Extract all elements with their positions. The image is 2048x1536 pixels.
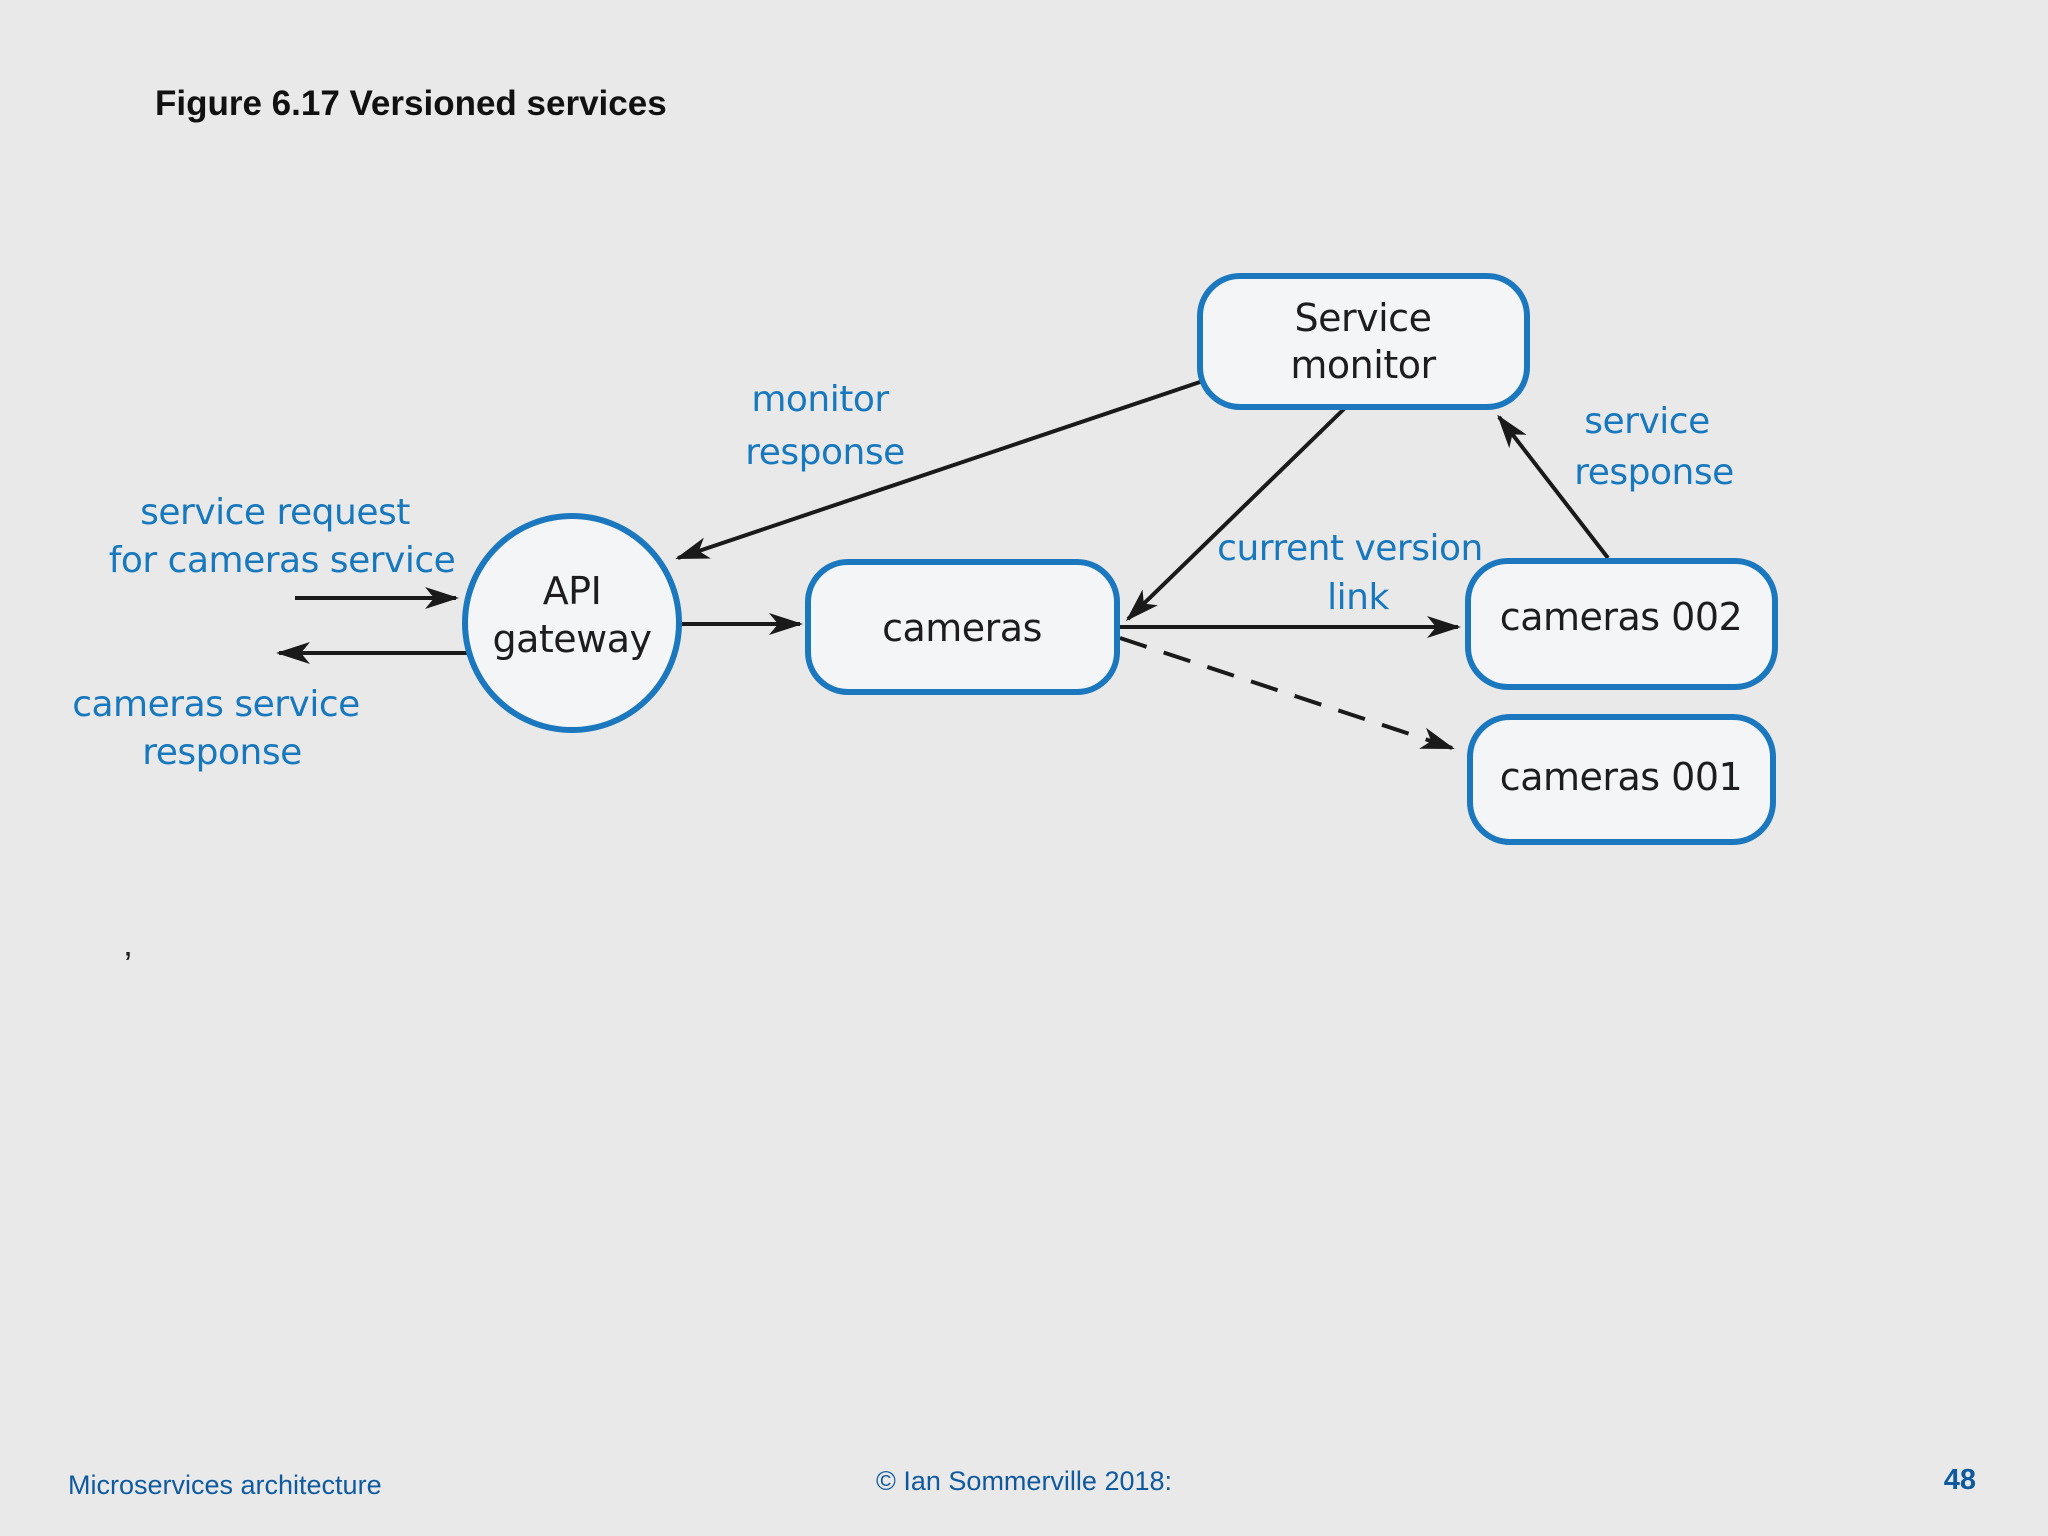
figure-title: Figure 6.17 Versioned services — [155, 84, 667, 123]
node-cameras-002-label: cameras 002 — [1500, 595, 1742, 639]
footer-page-number: 48 — [1943, 1464, 1976, 1496]
label-service-response-line1: service — [1584, 401, 1709, 442]
label-service-request-line2: for cameras service — [109, 540, 456, 581]
label-current-version-line1: current version — [1217, 528, 1483, 569]
node-api-gateway — [462, 513, 682, 733]
arrow-monitor-to-cameras — [1125, 406, 1347, 622]
label-service-response-line2: response — [1574, 452, 1734, 493]
label-monitor-response-line1: monitor — [751, 379, 889, 420]
arrow-service-response-to-monitor — [1497, 414, 1610, 560]
arrow-monitor-response-to-gateway — [675, 380, 1201, 560]
node-api-gateway-label-line1: API — [543, 569, 602, 613]
label-cameras-response-line1: cameras service — [72, 684, 360, 725]
label-cameras-response-line2: response — [142, 732, 302, 773]
label-current-version-line2: link — [1327, 577, 1389, 618]
node-cameras-label: cameras — [882, 606, 1042, 650]
node-cameras-001-label: cameras 001 — [1500, 755, 1742, 799]
footer-section-title: Microservices architecture — [68, 1470, 382, 1500]
node-cameras-001 — [1467, 714, 1776, 845]
stray-apostrophe-mark: ’ — [124, 944, 132, 985]
node-cameras-002 — [1465, 558, 1778, 690]
arrow-dashed-cameras-to-cameras-001 — [1119, 636, 1455, 750]
label-monitor-response-line2: response — [745, 432, 905, 473]
label-service-request-line1: service request — [140, 492, 410, 533]
node-api-gateway-label-line2: gateway — [492, 617, 651, 661]
node-service-monitor-label-line2: monitor — [1290, 343, 1436, 387]
footer-copyright: © Ian Sommerville 2018: — [875, 1466, 1173, 1496]
node-cameras — [805, 559, 1120, 695]
node-service-monitor — [1197, 273, 1530, 410]
node-service-monitor-label-line1: Service — [1295, 296, 1432, 340]
